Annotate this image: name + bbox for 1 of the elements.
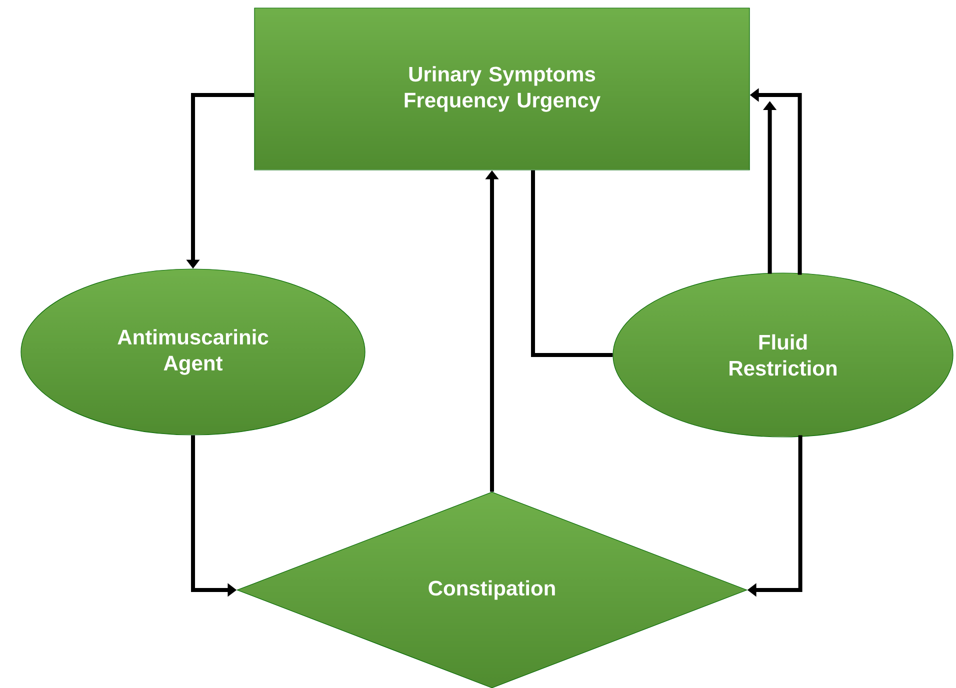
process-box: Urinary Symptoms Frequency Urgency <box>254 8 750 170</box>
